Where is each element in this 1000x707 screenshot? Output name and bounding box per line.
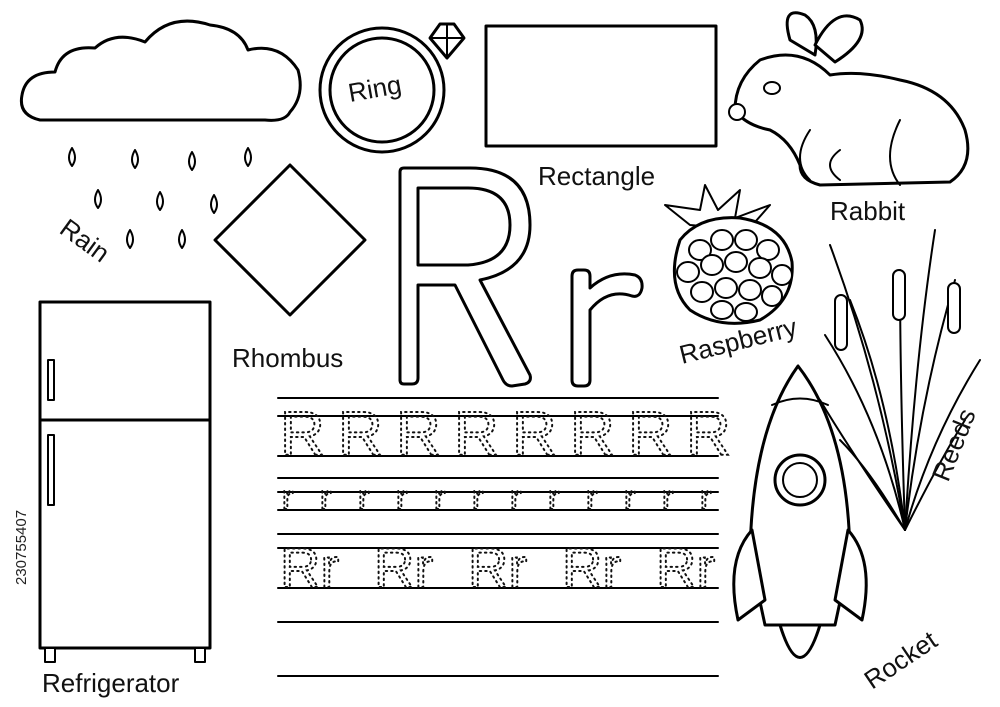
rocket-illustration: Rocket [732, 364, 944, 695]
label-rhombus: Rhombus [232, 343, 343, 373]
trace-R: R [280, 400, 325, 469]
trace-r: r [472, 479, 483, 517]
label-rain: Rain [54, 213, 115, 269]
trace-R: R [628, 400, 673, 469]
rain-cloud-illustration: Rain [19, 19, 302, 269]
handwriting-lines [277, 397, 719, 677]
label-reeds: Reeds [926, 404, 982, 485]
trace-R: R [454, 400, 499, 469]
trace-r: r [282, 479, 293, 517]
trace-r: r [662, 479, 673, 517]
rhombus-illustration: Rhombus [213, 163, 367, 373]
trace-r: r [396, 479, 407, 517]
big-letters [398, 166, 644, 388]
rectangle-illustration: Rectangle [484, 24, 718, 191]
trace-r: r [434, 479, 445, 517]
trace-row-pairs: Rr Rr Rr Rr Rr [279, 535, 716, 600]
refrigerator-illustration: Refrigerator [38, 300, 212, 698]
trace-Rr: Rr [280, 536, 339, 599]
trace-R: R [570, 400, 615, 469]
trace-row-lowercase: r r r r r r r r r r r r [281, 478, 712, 518]
trace-R: R [338, 400, 383, 469]
trace-Rr: Rr [468, 536, 527, 599]
trace-R: R [512, 400, 557, 469]
label-rocket: Rocket [859, 624, 944, 695]
trace-r: r [358, 479, 369, 517]
trace-Rr: Rr [374, 536, 433, 599]
trace-R: R [396, 400, 441, 469]
raindrops [68, 147, 252, 249]
label-refrigerator: Refrigerator [42, 668, 180, 698]
ring-illustration: Ring [318, 22, 466, 154]
trace-R: R [686, 400, 731, 469]
trace-Rr: Rr [562, 536, 621, 599]
trace-r: r [624, 479, 635, 517]
trace-r: r [700, 479, 711, 517]
raspberry-illustration: Raspberry [664, 184, 800, 370]
trace-r: r [510, 479, 521, 517]
trace-row-uppercase: R R R R R R R R [279, 399, 732, 470]
trace-r: r [320, 479, 331, 517]
label-rectangle: Rectangle [538, 161, 655, 191]
trace-r: r [548, 479, 559, 517]
stock-id: 230755407 [13, 510, 30, 585]
label-rabbit: Rabbit [830, 196, 906, 226]
trace-r: r [586, 479, 597, 517]
rabbit-illustration: Rabbit [728, 11, 970, 226]
trace-Rr: Rr [656, 536, 715, 599]
